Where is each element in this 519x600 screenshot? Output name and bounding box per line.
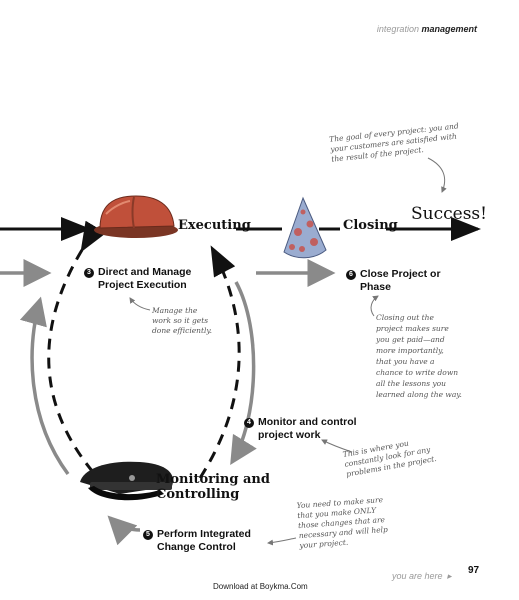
header-section-text: integration xyxy=(376,24,419,34)
process-number-badge: 4 xyxy=(244,418,254,428)
dashed-cycle-left xyxy=(47,220,107,479)
note-closing-line: chance to write down xyxy=(376,368,459,377)
note-arrow-monitor xyxy=(321,439,353,453)
note-arrow-goal xyxy=(427,157,447,193)
section-header: integration management xyxy=(377,24,477,34)
process-title-line: Perform Integrated xyxy=(157,528,251,540)
hard-hat-icon xyxy=(94,195,178,238)
note-closing-line: all the lessons you xyxy=(376,379,447,388)
download-credit: Download at Boykma.Com xyxy=(213,582,308,591)
process-title-line: Project Execution xyxy=(98,279,187,291)
gray-arrow-direct-to-monitor xyxy=(230,281,257,465)
note-closing-line: project makes sure xyxy=(376,324,449,333)
process-number-badge: 3 xyxy=(84,268,94,278)
party-hat-icon xyxy=(283,196,327,259)
process-title-line: Close Project or xyxy=(360,268,441,280)
header-title-text: management xyxy=(421,24,477,34)
note-change-control: You need to make sure that you make ONLY… xyxy=(296,495,389,551)
process-monitor-control: 4 Monitor and control project work xyxy=(244,416,357,442)
phase-success: Success! xyxy=(411,204,487,224)
process-title-line: project work xyxy=(258,429,321,441)
phase-closing: Closing xyxy=(343,218,398,233)
police-cap-icon xyxy=(80,461,173,501)
process-direct-manage: 3 Direct and Manage Project Execution xyxy=(84,266,191,292)
process-title-line: Direct and Manage xyxy=(98,266,192,278)
process-title-line: Phase xyxy=(360,281,391,293)
phase-monitoring-line: Monitoring and xyxy=(156,472,270,487)
note-manage: Manage the work so it gets done efficien… xyxy=(152,306,212,336)
note-closing-line: more importantly, xyxy=(376,346,444,355)
gray-arrow-monitor-to-direct xyxy=(19,296,70,476)
note-arrow-manage xyxy=(129,297,151,311)
note-manage-line: work so it gets xyxy=(152,316,209,325)
process-title-line: Change Control xyxy=(157,541,236,553)
page-number: 97 xyxy=(468,565,480,576)
note-closing-line: learned along the way. xyxy=(376,390,462,399)
note-arrow-closing xyxy=(370,295,379,317)
note-arrow-change xyxy=(267,537,297,546)
gray-arrow-change-control-to-cap xyxy=(107,515,141,546)
process-number-badge: 6 xyxy=(346,270,356,280)
note-manage-line: done efficiently. xyxy=(152,326,213,335)
dashed-cycle-right xyxy=(198,245,241,479)
process-title-line: Monitor and control xyxy=(258,416,357,428)
process-close-project: 6 Close Project or Phase xyxy=(346,268,441,294)
note-closing-line: you get paid—and xyxy=(376,335,445,344)
process-number-badge: 5 xyxy=(143,530,153,540)
note-closing: Closing out the project makes sure you g… xyxy=(376,312,462,400)
you-are-here-text: you are here xyxy=(392,571,443,581)
note-closing-line: that you have a xyxy=(376,357,435,366)
footer-nav: you are here ▸ xyxy=(392,566,452,584)
phase-monitoring: Monitoring and Controlling xyxy=(156,472,270,502)
process-change-control: 5 Perform Integrated Change Control xyxy=(143,528,251,554)
triangle-right-icon: ▸ xyxy=(447,571,452,581)
note-manage-line: Manage the xyxy=(152,306,198,315)
note-closing-line: Closing out the xyxy=(376,313,434,322)
phase-monitoring-line: Controlling xyxy=(156,487,240,502)
phase-executing: Executing xyxy=(178,218,251,233)
